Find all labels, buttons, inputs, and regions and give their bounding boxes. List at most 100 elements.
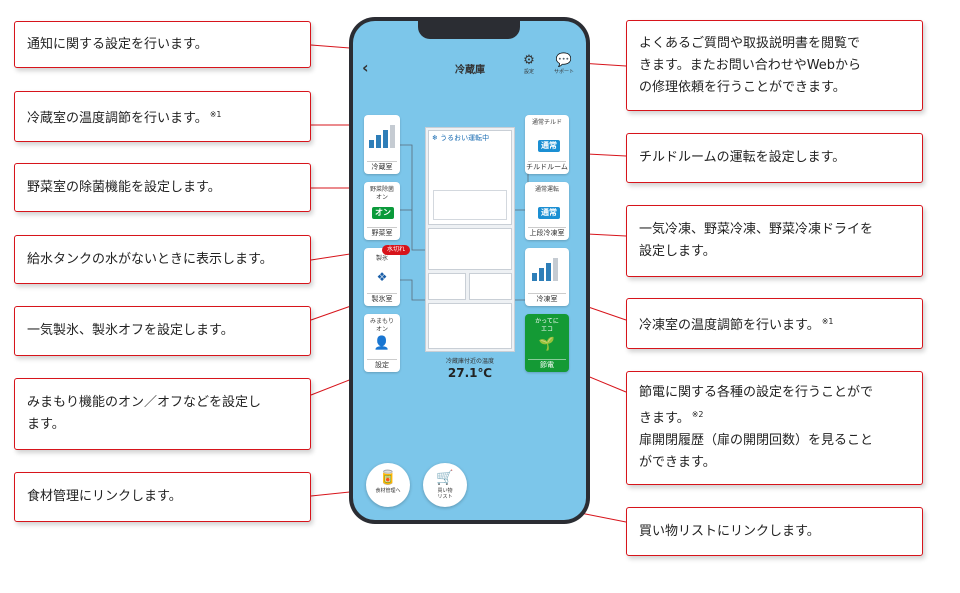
fridge-door-vegetable[interactable] (428, 228, 512, 270)
tile-eco-status: かってに エコ (525, 318, 569, 334)
callout-support-line2: きます。またお問い合わせやWebから (639, 57, 862, 73)
person-watch-icon: 👤 (373, 336, 391, 351)
callout-fridge-temp-text: 冷蔵室の温度調節を行います。 (27, 110, 208, 126)
callout-shopping: 買い物リストにリンクします。 (626, 507, 923, 556)
tile-settings[interactable]: みまもり オン 👤 設定 (364, 314, 400, 372)
shopping-list-button[interactable]: 🛒 買い物 リスト (423, 463, 467, 507)
tile-freezer[interactable]: 冷凍室 (525, 248, 569, 306)
back-arrow-icon[interactable]: ‹ (362, 58, 369, 77)
fridge-door-upper-freezer[interactable] (469, 273, 512, 300)
tile-vegetable-sub1: 野菜除菌 (369, 186, 394, 193)
callout-freezer-temp: 冷凍室の温度調節を行います。※1 (626, 298, 923, 349)
tile-divider (367, 359, 397, 360)
support-label: サポート (553, 69, 574, 75)
callout-eco-line2-wrap: きます。※2 (639, 404, 910, 430)
tile-divider (367, 293, 397, 294)
food-management-button[interactable]: 🥫 食材管理へ (366, 463, 410, 507)
gear-icon: ⚙ (523, 53, 535, 68)
tile-divider (528, 227, 566, 228)
callout-eco-line1: 節電に関する各種の設定を行うことがで (639, 385, 874, 400)
tile-vegetable[interactable]: 野菜除菌 オン オン 野菜室 (364, 182, 400, 240)
settings-label: 設定 (523, 69, 534, 75)
callout-ice-text: 一気製氷、製氷オフを設定します。 (27, 323, 234, 338)
food-management-label: 食材管理へ (375, 488, 401, 494)
tile-vegetable-sub2: オン (375, 194, 388, 201)
tile-ice-sub: 製氷 (375, 255, 388, 262)
app-title: 冷蔵庫 (455, 65, 485, 76)
callout-notification-text: 通知に関する設定を行います。 (27, 36, 208, 52)
level-bar (390, 125, 395, 148)
tile-chilled-badge: 通常 (538, 140, 560, 152)
callout-eco-line4: ができます。 (639, 455, 716, 470)
temperature-value: 27.1℃ (447, 366, 493, 380)
callout-support: よくあるご質問や取扱説明書を閲覧で きます。またお問い合わせやWebから の修理… (626, 20, 923, 111)
footnote-mark: ※1 (209, 109, 222, 119)
temperature-level-bars (369, 125, 395, 148)
callout-support-line3: の修理依頼を行うことができます。 (639, 79, 846, 95)
tile-upper-freezer[interactable]: 通常運転 通常 上段冷凍室 (525, 182, 569, 240)
callout-chilled-text: チルドルームの運転を設定します。 (639, 150, 846, 165)
fridge-door-freezer[interactable] (428, 303, 512, 349)
tile-vegetable-caption: 野菜室 (371, 229, 393, 237)
sprout-icon: 🌱 (538, 337, 556, 352)
tile-chilled-sub: 通常チルド (531, 119, 562, 126)
callout-freeze-line1: 一気冷凍、野菜冷凍、野菜冷凍ドライを (639, 222, 874, 237)
level-bar (369, 140, 374, 148)
callout-fridge-temp: 冷蔵室の温度調節を行います。※1 (14, 91, 311, 142)
callout-ice: 一気製氷、製氷オフを設定します。 (14, 306, 311, 356)
tile-settings-sub1: みまもり (369, 318, 394, 325)
support-button[interactable]: 💬 サポート (550, 54, 578, 76)
snowflake-icon: ❄ (432, 134, 438, 142)
temperature-label: 冷蔵庫付近の温度 (445, 358, 494, 365)
shopping-list-line1: 買い物 (437, 488, 453, 494)
tile-upper-freezer-badge: 通常 (538, 207, 560, 219)
callout-fridge-temp-line: 冷蔵室の温度調節を行います。※1 (27, 104, 298, 130)
tile-divider (367, 227, 397, 228)
tile-ice-caption: 製氷室 (371, 295, 393, 303)
callout-vegetable: 野菜室の除菌機能を設定します。 (14, 163, 311, 212)
level-bar (546, 263, 551, 281)
tile-vegetable-status: 野菜除菌 オン (364, 186, 400, 202)
water-empty-badge: 水切れ (382, 245, 411, 255)
temperature-level-bars (532, 258, 558, 281)
tile-chilled-caption: チルドルーム (526, 163, 568, 171)
cart-icon: 🛒 (436, 470, 454, 486)
callout-food-text: 食材管理にリンクします。 (27, 489, 182, 504)
callout-water-tank-text: 給水タンクの水がないときに表示します。 (27, 251, 273, 267)
tile-divider (528, 161, 566, 162)
footnote-mark: ※1 (821, 316, 834, 326)
food-icon: 🥫 (379, 470, 397, 486)
callout-chilled: チルドルームの運転を設定します。 (626, 133, 923, 183)
callout-support-line1: よくあるご質問や取扱説明書を閲覧で (639, 35, 861, 51)
callout-freezer-temp-text: 冷凍室の温度調節を行います。 (639, 317, 820, 333)
tile-eco-caption: 節電 (540, 361, 554, 369)
phone-notch (418, 19, 520, 39)
level-bar (376, 135, 381, 148)
level-bar (383, 130, 388, 148)
tile-divider (367, 161, 397, 162)
callout-vegetable-text: 野菜室の除菌機能を設定します。 (27, 179, 221, 195)
tile-fridge-caption: 冷蔵室 (371, 163, 393, 171)
tile-chilled[interactable]: 通常チルド 通常 チルドルーム (525, 115, 569, 174)
tile-eco-sub1: かってに (535, 318, 559, 325)
callout-mimamori: みまもり機能のオン／オフなどを設定し ます。 (14, 378, 311, 450)
callout-freeze: 一気冷凍、野菜冷凍、野菜冷凍ドライを 設定します。 (626, 205, 923, 277)
level-bar (539, 268, 544, 281)
callout-water-tank: 給水タンクの水がないときに表示します。 (14, 235, 311, 284)
tile-upper-freezer-sub: 通常運転 (534, 186, 559, 193)
tile-vegetable-badge: オン (372, 207, 394, 219)
fridge-door-ice[interactable] (428, 273, 466, 300)
callout-mimamori-line2: ます。 (27, 417, 65, 432)
callout-shopping-text: 買い物リストにリンクします。 (639, 523, 820, 539)
shopping-list-label: 買い物 リスト (423, 488, 467, 500)
tile-divider (528, 359, 566, 360)
tile-ice[interactable]: 製氷 ❖ 製氷室 (364, 248, 400, 306)
uruoi-label: うるおい運転中 (440, 134, 490, 142)
tile-fridge[interactable]: 冷蔵室 (364, 115, 400, 174)
settings-button[interactable]: ⚙ 設定 (518, 53, 540, 76)
tile-settings-caption: 設定 (375, 361, 389, 369)
ice-cubes-icon: ❖ (376, 270, 388, 284)
uruoi-status: ❄ うるおい運転中 (432, 133, 489, 143)
footnote-mark: ※2 (691, 410, 704, 419)
tile-eco[interactable]: かってに エコ 🌱 節電 (525, 314, 569, 372)
